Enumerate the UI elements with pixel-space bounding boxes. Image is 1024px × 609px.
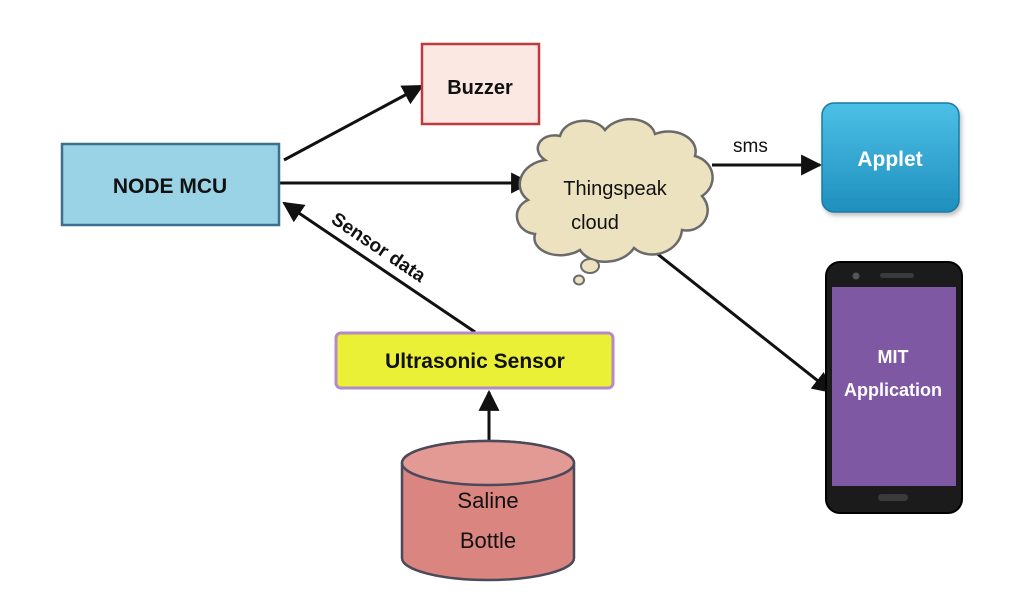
applet-box xyxy=(821,102,960,213)
applet-shape xyxy=(821,102,960,213)
buzzer-box: Buzzer xyxy=(420,42,541,126)
cloud-label-line1: Thingspeak xyxy=(563,178,667,200)
arrow-nodemcu-to-buzzer xyxy=(283,84,424,162)
applet-label: Applet xyxy=(857,148,922,171)
node-mcu-shape xyxy=(60,142,281,227)
ultrasonic-sensor-box: Ultrasonic Sensor xyxy=(334,331,615,390)
edge-label-sms: sms xyxy=(733,136,768,157)
phone-speaker xyxy=(880,273,914,278)
arrow-cloud-to-mit-app xyxy=(654,250,834,394)
cloud-bubble-large xyxy=(580,258,600,274)
arrow-ultrasonic-to-nodemcu xyxy=(282,201,476,334)
saline-label-line1: Saline xyxy=(457,488,518,513)
cloud-shape xyxy=(515,117,714,263)
mit-app-label-line2: Application xyxy=(844,380,942,400)
ultrasonic-sensor-label: Ultrasonic Sensor xyxy=(385,350,565,373)
thingspeak-cloud: Thingspeak cloud xyxy=(515,117,714,286)
phone-screen xyxy=(832,287,956,486)
cloud-bubble-small xyxy=(573,274,585,286)
saline-label-line2: Bottle xyxy=(460,528,516,553)
saline-bottle-cylinder: Saline Bottle xyxy=(400,439,576,582)
phone-camera-icon xyxy=(852,272,860,280)
edge-label-sensor-data: Sensor data xyxy=(327,209,429,287)
cloud-label-line2: cloud xyxy=(571,212,619,234)
saline-bottle-top xyxy=(400,439,576,487)
node-mcu-label: NODE MCU xyxy=(113,175,227,198)
ultrasonic-sensor-shape xyxy=(334,331,615,390)
node-mcu-box: NODE MCU xyxy=(60,142,281,227)
mit-app-label-line1: MIT xyxy=(878,347,909,367)
phone-home-button-icon xyxy=(878,494,908,501)
buzzer-label: Buzzer xyxy=(447,77,513,99)
connectors xyxy=(280,84,834,440)
buzzer-shape xyxy=(420,42,541,126)
mit-app-phone: MIT Application xyxy=(825,261,963,514)
